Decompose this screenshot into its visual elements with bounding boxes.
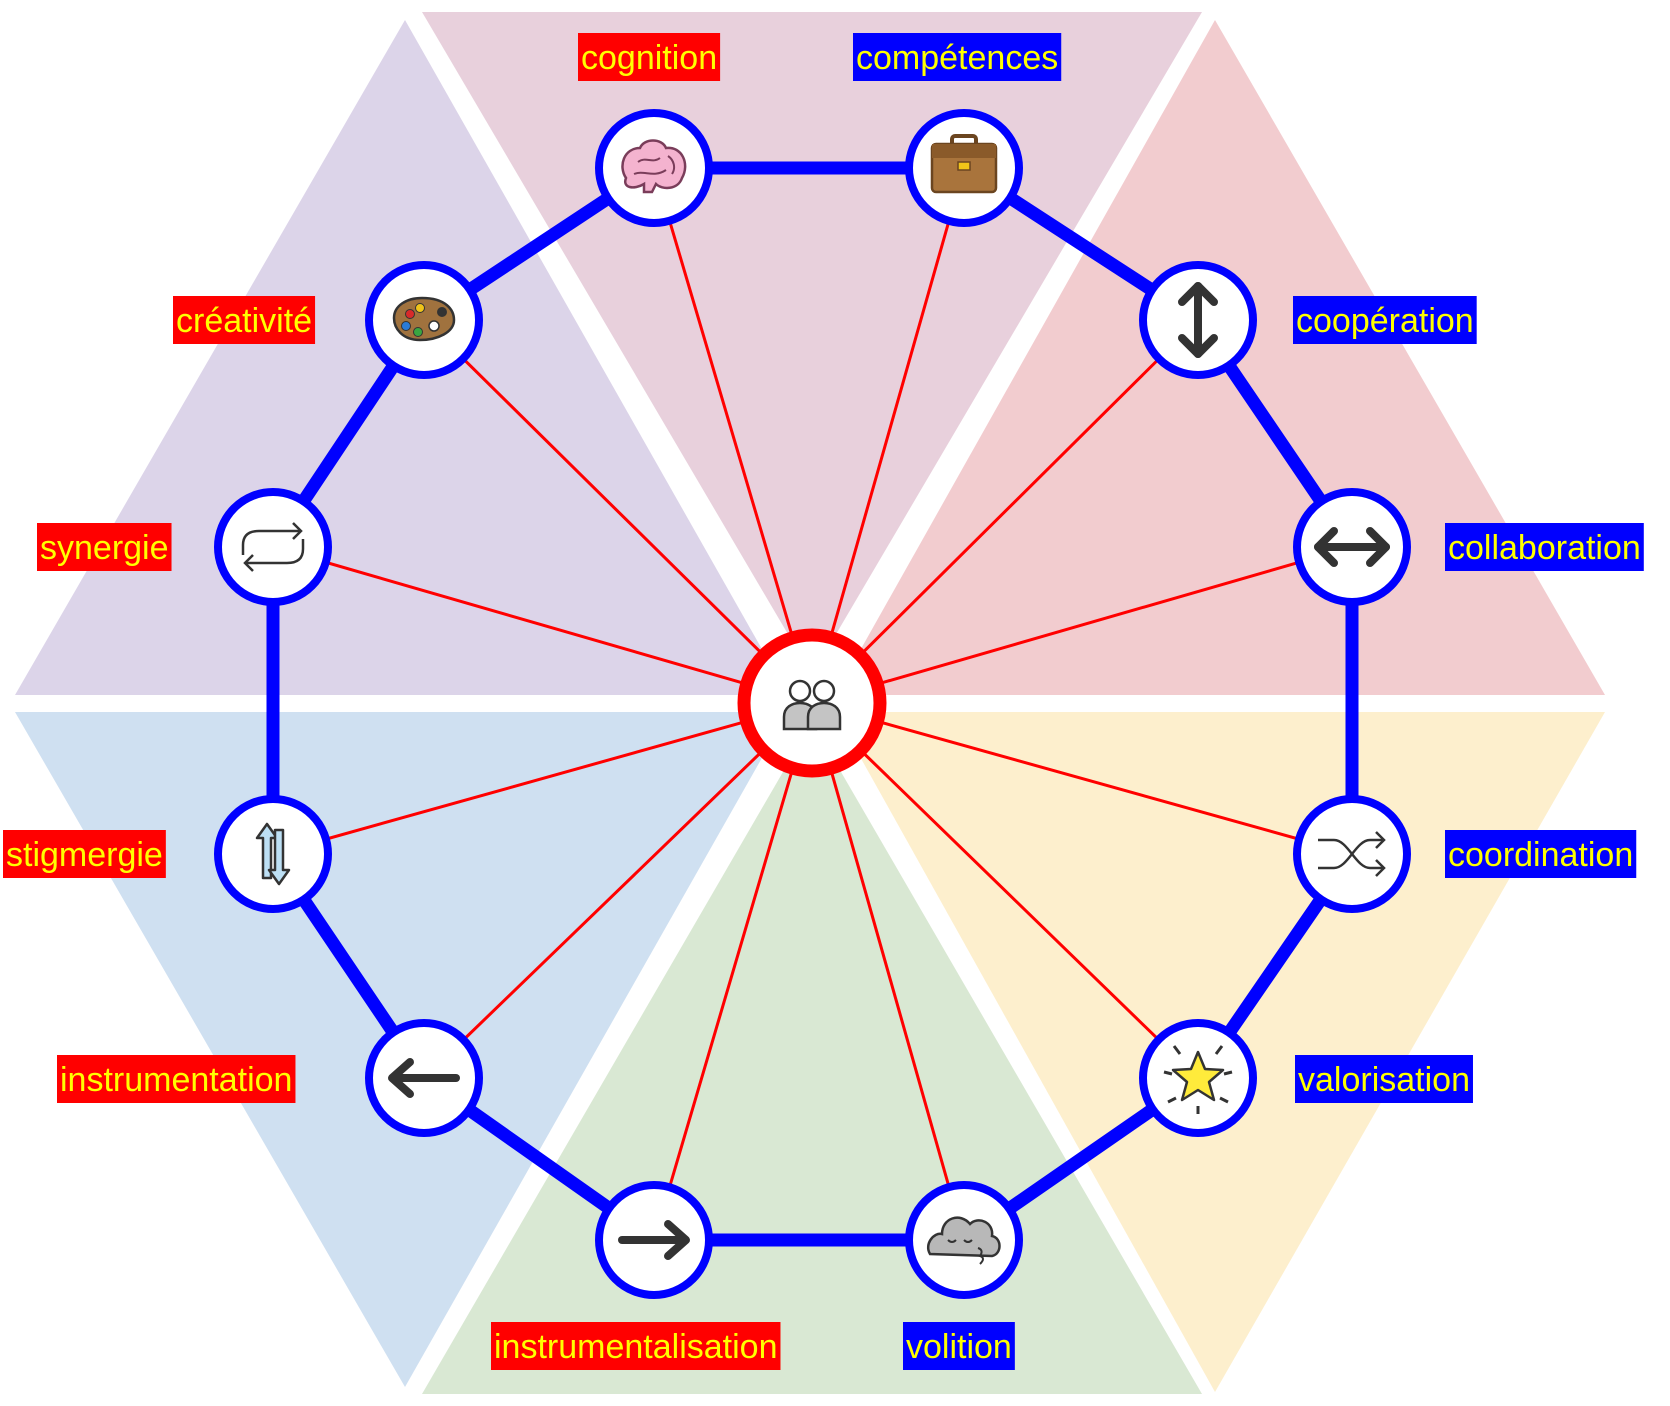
- hub: [737, 628, 887, 778]
- node-cognition: [595, 109, 713, 227]
- spoke-volition: [810, 702, 966, 1241]
- spoke-creativite: [422, 318, 814, 705]
- node-stigmergie: [214, 795, 332, 913]
- node-coordination: [1293, 795, 1411, 913]
- label-background: [57, 1055, 296, 1103]
- up-down-arrow-icon: [1178, 282, 1218, 358]
- label-text: instrumentation: [60, 1061, 292, 1099]
- spoke-valorisation: [810, 701, 1200, 1080]
- node-creativite: [365, 261, 483, 379]
- left-arrow-icon: [388, 1058, 460, 1098]
- repeat-icon: [241, 522, 305, 572]
- label-coordination: coordination: [1445, 830, 1637, 878]
- label-text: instrumentalisation: [494, 1328, 777, 1366]
- spoke-synergie: [272, 545, 813, 705]
- label-background: [37, 523, 172, 571]
- people-icon: [782, 679, 842, 731]
- label-background: [491, 1322, 781, 1370]
- hub-circle: [737, 628, 887, 778]
- label-background: [1293, 296, 1477, 344]
- palette-icon: [392, 296, 456, 342]
- label-background: [173, 296, 316, 344]
- label-background: [1445, 830, 1637, 878]
- node-instrumentation: [365, 1019, 483, 1137]
- spoke-instrumentalisation: [652, 702, 814, 1241]
- label-text: créativité: [176, 302, 312, 340]
- labels: cognition compétences coopération collabora…: [3, 33, 1644, 1370]
- label-background: [3, 830, 166, 878]
- label-text: coopération: [1296, 302, 1474, 340]
- node-collaboration: [1293, 488, 1411, 606]
- node-volition: [905, 1181, 1023, 1299]
- briefcase-icon: [930, 134, 998, 194]
- label-background: [853, 33, 1062, 81]
- brain-icon: [621, 139, 687, 194]
- label-cognition: cognition: [578, 33, 721, 81]
- spoke-instrumentation: [422, 701, 814, 1080]
- node-cooperation: [1139, 261, 1257, 379]
- vertical-arrows-icon: [255, 822, 291, 886]
- label-background: [578, 33, 721, 81]
- label-background: [903, 1322, 1015, 1370]
- node-synergie: [214, 488, 332, 606]
- spoke-cognition: [652, 167, 814, 704]
- label-text: compétences: [856, 39, 1058, 77]
- label-text: volition: [906, 1328, 1012, 1366]
- nodes: [214, 109, 1411, 1299]
- label-text: synergie: [40, 529, 169, 567]
- label-collaboration: collaboration: [1445, 523, 1644, 571]
- node-competences: [905, 109, 1023, 227]
- spoke-collaboration: [811, 545, 1353, 705]
- node-valorisation: [1139, 1019, 1257, 1137]
- label-volition: volition: [903, 1322, 1015, 1370]
- label-instrumentalisation: instrumentalisation: [491, 1322, 781, 1370]
- label-synergie: synergie: [37, 523, 172, 571]
- label-background: [1295, 1055, 1473, 1103]
- shuffle-icon: [1318, 831, 1386, 877]
- spoke-coordination: [811, 701, 1353, 856]
- label-stigmergie: stigmergie: [3, 830, 166, 878]
- wind-face-icon: [926, 1216, 1001, 1265]
- label-cooperation: coopération: [1293, 296, 1477, 344]
- node-circle: [214, 488, 332, 606]
- label-valorisation: valorisation: [1295, 1055, 1473, 1103]
- spokes: [272, 167, 1353, 1241]
- label-text: valorisation: [1298, 1061, 1470, 1099]
- node-instrumentalisation: [595, 1181, 713, 1299]
- label-creativite: créativité: [173, 296, 316, 344]
- glowing-star-icon: [1163, 1045, 1233, 1114]
- label-text: cognition: [581, 39, 717, 77]
- label-background: [1445, 523, 1644, 571]
- spoke-cooperation: [810, 318, 1200, 705]
- left-right-arrow-icon: [1314, 527, 1390, 567]
- right-arrow-icon: [618, 1220, 690, 1260]
- spoke-stigmergie: [272, 701, 813, 856]
- label-text: coordination: [1448, 836, 1633, 874]
- label-competences: compétences: [853, 33, 1062, 81]
- node-circle: [214, 795, 332, 913]
- spoke-competences: [810, 167, 966, 704]
- label-text: collaboration: [1448, 529, 1641, 567]
- label-instrumentation: instrumentation: [57, 1055, 296, 1103]
- label-text: stigmergie: [6, 836, 163, 874]
